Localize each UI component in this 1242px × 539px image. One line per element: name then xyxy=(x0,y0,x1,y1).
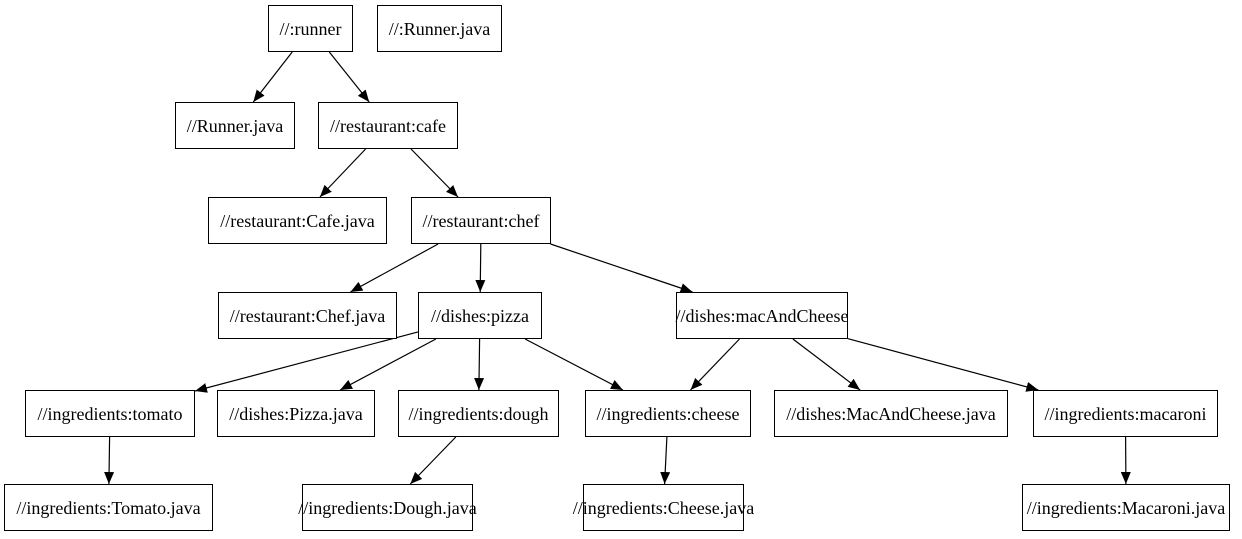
edge-pizza-to-pizza-java xyxy=(339,338,437,391)
edge-chef-to-pizza xyxy=(475,243,486,293)
graph-node-runner-java: //Runner.java xyxy=(175,102,295,149)
edge-runner-to-runner-java xyxy=(252,51,293,103)
edge-chef-to-mac-and-cheese xyxy=(550,243,693,293)
graph-node-runner-java-file: //:Runner.java xyxy=(377,5,502,52)
graph-node-dough: //ingredients:dough xyxy=(398,390,559,437)
graph-node-cafe-java: //restaurant:Cafe.java xyxy=(208,197,387,244)
edge-mac-and-cheese-to-cheese xyxy=(690,338,740,391)
edge-mac-and-cheese-to-mac-and-cheese-java xyxy=(792,338,861,391)
graph-node-dough-java: //ingredients:Dough.java xyxy=(298,484,477,531)
edge-tomato-to-tomato-java xyxy=(104,436,115,485)
graph-node-macaroni: //ingredients:macaroni xyxy=(1033,390,1218,437)
edge-pizza-to-cheese xyxy=(524,338,624,391)
graph-node-mac-and-cheese-java: //dishes:MacAndCheese.java xyxy=(774,390,1008,437)
graph-node-mac-and-cheese: //dishes:macAndCheese xyxy=(676,292,848,339)
edge-pizza-to-tomato xyxy=(194,331,419,393)
graph-node-cheese: //ingredients:cheese xyxy=(585,390,751,437)
graph-node-tomato: //ingredients:tomato xyxy=(25,390,195,437)
graph-node-pizza-java: //dishes:Pizza.java xyxy=(217,390,375,437)
edge-pizza-to-dough xyxy=(474,338,485,391)
graph-node-chef-java: //restaurant:Chef.java xyxy=(218,292,397,339)
edge-mac-and-cheese-to-macaroni xyxy=(847,338,1039,392)
edge-cafe-to-cafe-java xyxy=(319,148,367,198)
graph-node-runner: //:runner xyxy=(268,5,353,52)
edge-cafe-to-chef xyxy=(410,148,459,198)
graph-node-cafe: //restaurant:cafe xyxy=(318,102,458,149)
graph-node-chef: //restaurant:chef xyxy=(411,197,551,244)
edge-chef-to-chef-java xyxy=(350,243,439,293)
edge-runner-to-cafe xyxy=(328,51,370,103)
graph-node-tomato-java: //ingredients:Tomato.java xyxy=(4,484,213,531)
graph-node-cheese-java: //ingredients:Cheese.java xyxy=(573,484,754,531)
graph-node-macaroni-java: //ingredients:Macaroni.java xyxy=(1022,484,1230,531)
graph-node-pizza: //dishes:pizza xyxy=(418,292,542,339)
edge-dough-to-dough-java xyxy=(409,436,457,485)
edge-cheese-to-cheese-java xyxy=(660,436,671,485)
